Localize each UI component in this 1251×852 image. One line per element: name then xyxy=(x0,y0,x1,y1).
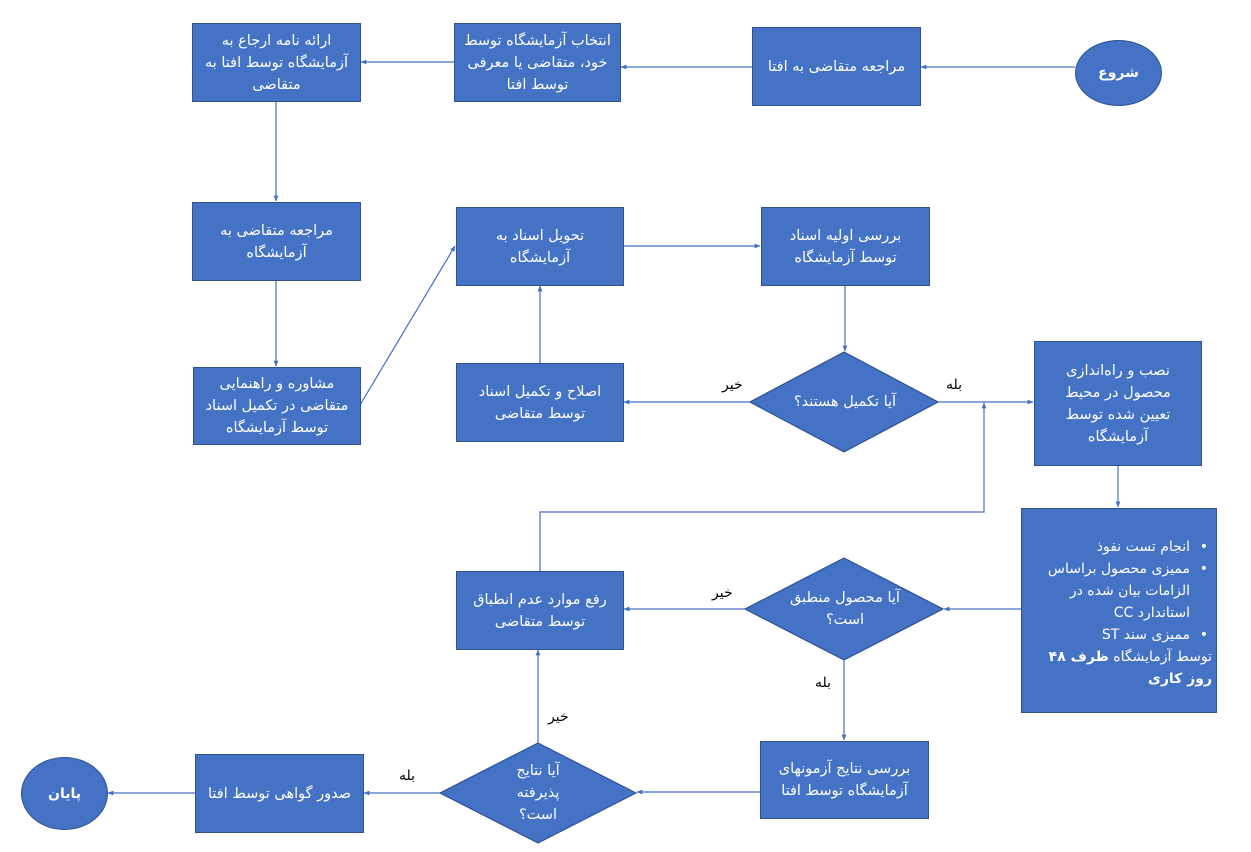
step-referral-letter-label: ارائه نامه ارجاع به آزمایشگاه توسط افتا … xyxy=(204,32,349,93)
bullet-dot-icon: • xyxy=(1199,626,1208,643)
evaluation-bullet: • انجام تست نفوذ xyxy=(1028,536,1208,558)
step-fix-nonconformity-label: رفع موارد عدم انطباق توسط متقاضی xyxy=(473,591,607,630)
step-fix-docs-label: اصلاح و تکمیل اسناد توسط متقاضی xyxy=(478,383,602,422)
edge-label-accepted-yes: بله xyxy=(399,768,416,784)
evaluation-bullet-list: • انجام تست نفوذ • ممیزی محصول براساس ال… xyxy=(1028,536,1212,646)
step-select-lab-label: انتخاب آزمایشگاه توسط خود، متقاضی یا معر… xyxy=(464,32,611,93)
evaluation-bullet-text: انجام تست نفوذ xyxy=(1096,538,1190,555)
step-visit-afta-label: مراجعه متقاضی به افتا xyxy=(767,58,906,75)
bullet-dot-icon: • xyxy=(1199,538,1208,555)
edge-label-conform-no: خیر xyxy=(712,585,733,601)
step-initial-review-label: بررسی اولیه اسناد توسط آزمایشگاه xyxy=(789,227,902,266)
evaluation-deadline: توسط آزمایشگاه ظرف ۴۸ روز کاری xyxy=(1028,646,1212,690)
decision-product-conforms[interactable]: آیا محصول منطبق است؟ xyxy=(790,584,900,634)
decision-results-accepted[interactable]: آیا نتایج پذیرفته است؟ xyxy=(498,758,578,828)
edge-label-docs-no: خیر xyxy=(722,377,743,393)
evaluation-deadline-bold: ظرف ۴۸ روز کاری xyxy=(1048,648,1212,687)
step-visit-lab-label: مراجعه متقاضی به آزمایشگاه xyxy=(220,222,333,261)
start-label: شروع xyxy=(1098,65,1139,81)
step-deliver-docs[interactable]: تحویل اسناد به آزمایشگاه xyxy=(456,207,624,286)
decision-results-accepted-shape xyxy=(438,742,638,844)
step-deliver-docs-label: تحویل اسناد به آزمایشگاه xyxy=(495,227,585,266)
step-initial-review[interactable]: بررسی اولیه اسناد توسط آزمایشگاه xyxy=(761,207,930,286)
step-evaluation[interactable]: • انجام تست نفوذ • ممیزی محصول براساس ال… xyxy=(1021,508,1217,713)
edge-fix-to-install-loop xyxy=(539,402,987,571)
bullet-dot-icon: • xyxy=(1199,560,1208,577)
start-terminal[interactable]: شروع xyxy=(1075,40,1162,106)
step-issue-certificate[interactable]: صدور گواهی توسط افتا xyxy=(195,754,364,833)
step-consulting-label: مشاوره و راهنمایی متقاضی در تکمیل اسناد … xyxy=(205,376,349,436)
decision-docs-complete-shape xyxy=(748,351,940,453)
decision-results-accepted-label: آیا نتایج پذیرفته است؟ xyxy=(516,763,560,823)
end-label: پایان xyxy=(48,785,81,802)
step-visit-lab[interactable]: مراجعه متقاضی به آزمایشگاه xyxy=(192,202,361,281)
evaluation-bullet-text: ممیزی محصول براساس الزامات بیان شده در ا… xyxy=(1047,560,1190,621)
step-referral-letter[interactable]: ارائه نامه ارجاع به آزمایشگاه توسط افتا … xyxy=(192,23,361,102)
evaluation-bullet-text: ممیزی سند ST xyxy=(1101,626,1190,643)
edge-label-conform-yes: بله xyxy=(815,675,832,691)
step-visit-afta[interactable]: مراجعه متقاضی به افتا xyxy=(752,27,921,106)
step-review-results-label: بررسی نتایج آزمونهای آزمایشگاه توسط افتا xyxy=(778,761,911,799)
step-consulting[interactable]: مشاوره و راهنمایی متقاضی در تکمیل اسناد … xyxy=(193,367,361,445)
step-issue-certificate-label: صدور گواهی توسط افتا xyxy=(207,785,352,802)
decision-docs-complete-label: آیا تکمیل هستند؟ xyxy=(793,394,897,410)
step-install-product-label: نصب و راه‌اندازی محصول در محیط تعیین شده… xyxy=(1065,362,1171,445)
evaluation-bullet: • ممیزی محصول براساس الزامات بیان شده در… xyxy=(1028,558,1208,624)
end-terminal[interactable]: پایان xyxy=(21,757,108,830)
evaluation-deadline-prefix: توسط آزمایشگاه xyxy=(1108,648,1212,665)
step-fix-nonconformity[interactable]: رفع موارد عدم انطباق توسط متقاضی xyxy=(456,571,624,650)
edge-label-docs-yes: بله xyxy=(946,377,963,393)
step-review-results[interactable]: بررسی نتایج آزمونهای آزمایشگاه توسط افتا xyxy=(760,741,929,819)
edge-consulting-to-deliver xyxy=(359,245,456,406)
step-fix-docs[interactable]: اصلاح و تکمیل اسناد توسط متقاضی xyxy=(456,363,624,442)
decision-docs-complete[interactable]: آیا تکمیل هستند؟ xyxy=(790,377,900,427)
step-install-product[interactable]: نصب و راه‌اندازی محصول در محیط تعیین شده… xyxy=(1034,341,1202,466)
decision-product-conforms-label: آیا محصول منطبق است؟ xyxy=(790,590,900,628)
step-select-lab[interactable]: انتخاب آزمایشگاه توسط خود، متقاضی یا معر… xyxy=(454,23,621,102)
edge-label-accepted-no: خیر xyxy=(548,709,569,725)
evaluation-bullet: • ممیزی سند ST xyxy=(1028,624,1208,646)
